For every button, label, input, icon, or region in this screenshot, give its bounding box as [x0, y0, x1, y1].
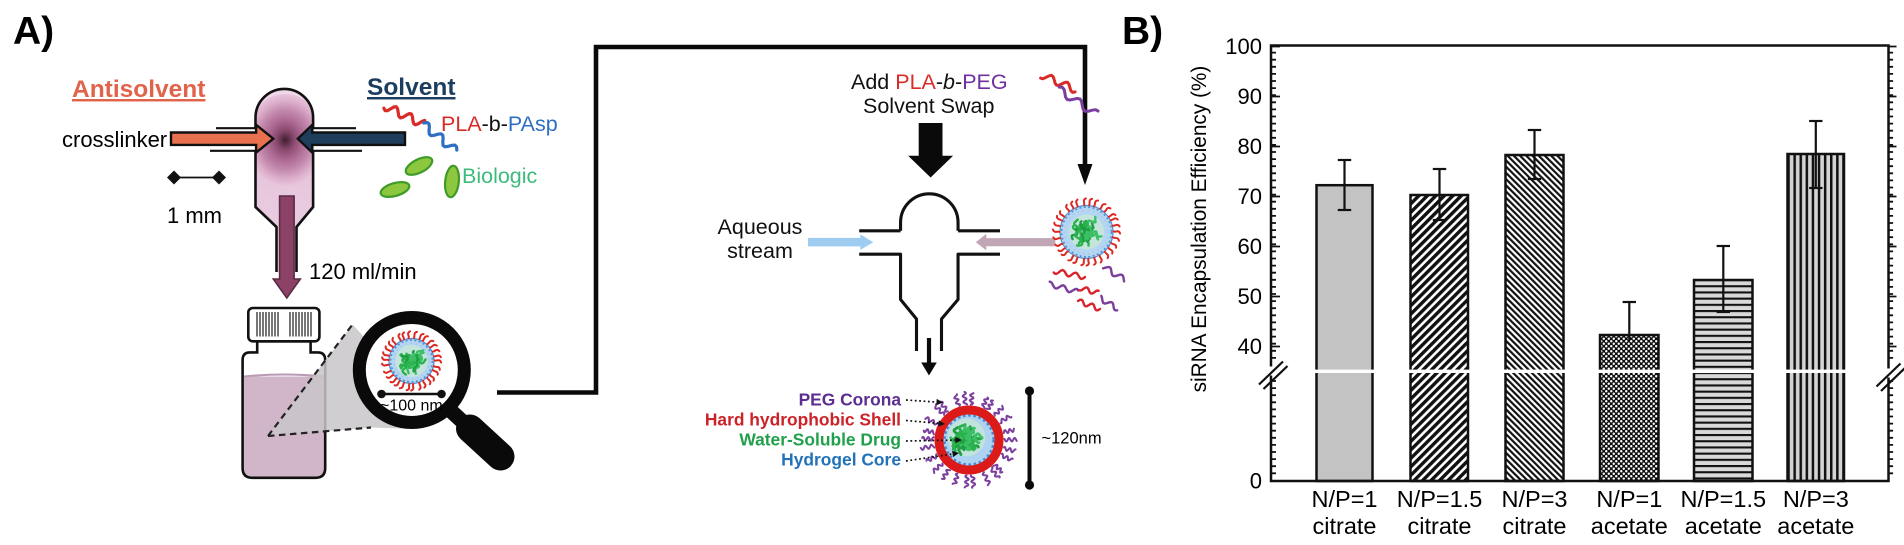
svg-text:B): B) [1122, 10, 1163, 53]
svg-text:1 mm: 1 mm [167, 203, 222, 228]
svg-text:acetate: acetate [1685, 513, 1762, 539]
svg-text:N/P=1: N/P=1 [1596, 486, 1662, 512]
svg-text:Aqueous: Aqueous [718, 215, 803, 239]
svg-text:citrate: citrate [1503, 513, 1567, 539]
svg-text:N/P=1.5: N/P=1.5 [1681, 486, 1767, 512]
svg-text:N/P=1: N/P=1 [1312, 486, 1378, 512]
svg-text:60: 60 [1238, 234, 1262, 259]
svg-text:A): A) [13, 10, 54, 53]
svg-text:Biologic: Biologic [462, 164, 538, 188]
svg-text:N/P=3: N/P=3 [1502, 486, 1568, 512]
svg-text:0: 0 [1250, 469, 1262, 494]
svg-text:90: 90 [1238, 84, 1262, 109]
svg-text:50: 50 [1238, 284, 1262, 309]
svg-text:PLA-b-PAsp: PLA-b-PAsp [441, 112, 558, 136]
svg-text:PEG Corona: PEG Corona [799, 390, 902, 410]
svg-text:Hydrogel Core: Hydrogel Core [781, 450, 901, 470]
svg-text:citrate: citrate [1313, 513, 1377, 539]
svg-text:citrate: citrate [1408, 513, 1472, 539]
svg-text:acetate: acetate [1777, 513, 1854, 539]
svg-text:Water-Soluble Drug: Water-Soluble Drug [739, 430, 901, 450]
svg-text:Solvent Swap: Solvent Swap [863, 94, 995, 118]
svg-text:80: 80 [1238, 134, 1262, 159]
svg-text:100: 100 [1225, 34, 1262, 59]
svg-text:Antisolvent: Antisolvent [72, 76, 205, 103]
svg-text:40: 40 [1238, 334, 1262, 359]
svg-text:stream: stream [727, 239, 793, 263]
svg-text:siRNA Encapsulation Efficiency: siRNA Encapsulation Efficiency (%) [1188, 66, 1211, 393]
svg-text:Hard hydrophobic Shell: Hard hydrophobic Shell [705, 410, 901, 430]
svg-text:crosslinker: crosslinker [62, 127, 167, 152]
svg-text:120 ml/min: 120 ml/min [309, 259, 417, 284]
svg-text:N/P=3: N/P=3 [1783, 486, 1849, 512]
svg-text:Solvent: Solvent [367, 74, 456, 101]
svg-text:70: 70 [1238, 184, 1262, 209]
svg-text:acetate: acetate [1591, 513, 1668, 539]
svg-text:~100 nm: ~100 nm [380, 398, 443, 415]
svg-text:N/P=1.5: N/P=1.5 [1397, 486, 1483, 512]
svg-text:Add PLA-b-PEG: Add PLA-b-PEG [851, 70, 1008, 94]
svg-text:~120nm: ~120nm [1042, 430, 1102, 448]
